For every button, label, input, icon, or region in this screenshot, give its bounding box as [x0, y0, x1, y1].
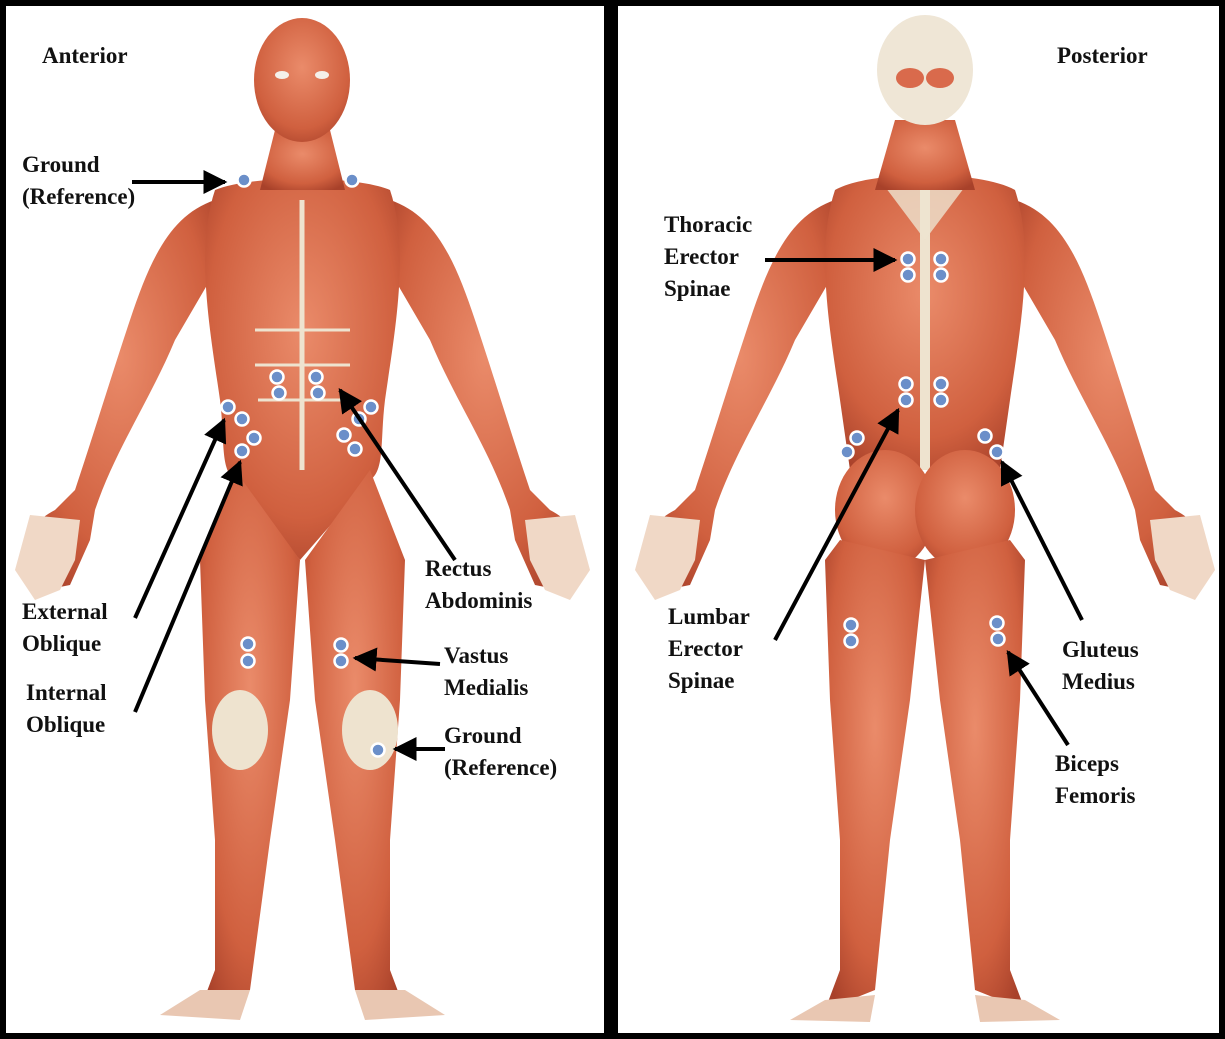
- electrode-dot: [841, 446, 854, 459]
- electrode-dot: [979, 430, 992, 443]
- electrode-dot: [365, 401, 378, 414]
- electrode-dot: [335, 655, 348, 668]
- electrode-dot: [238, 174, 251, 187]
- electrode-dot: [222, 401, 235, 414]
- electrode-dot: [271, 371, 284, 384]
- electrode-dot: [273, 387, 286, 400]
- electrode-dot: [335, 639, 348, 652]
- electrode-dot: [236, 445, 249, 458]
- electrode-dot: [902, 269, 915, 282]
- electrode-dot: [349, 443, 362, 456]
- posterior-title: Posterior: [1057, 43, 1148, 68]
- electrode-dot: [851, 432, 864, 445]
- panel-divider: [604, 3, 618, 1036]
- electrode-dot: [935, 269, 948, 282]
- electrode-dot: [242, 655, 255, 668]
- electrode-dot: [935, 378, 948, 391]
- anterior-title: Anterior: [42, 43, 128, 68]
- electrode-dot: [310, 371, 323, 384]
- electrode-dot: [236, 413, 249, 426]
- electrode-dot: [845, 619, 858, 632]
- electrode-dot: [248, 432, 261, 445]
- electrode-dot: [845, 635, 858, 648]
- electrode-dot: [242, 638, 255, 651]
- electrode-dot: [338, 429, 351, 442]
- electrode-dot: [935, 394, 948, 407]
- electrode-dot: [372, 744, 385, 757]
- electrode-dot: [900, 378, 913, 391]
- electrode-dot: [902, 253, 915, 266]
- electrode-dot: [346, 174, 359, 187]
- electrode-dot: [991, 617, 1004, 630]
- electrode-dot: [991, 446, 1004, 459]
- electrode-dot: [935, 253, 948, 266]
- electrode-dot: [900, 394, 913, 407]
- electrode-dot: [992, 633, 1005, 646]
- electrode-dot: [312, 387, 325, 400]
